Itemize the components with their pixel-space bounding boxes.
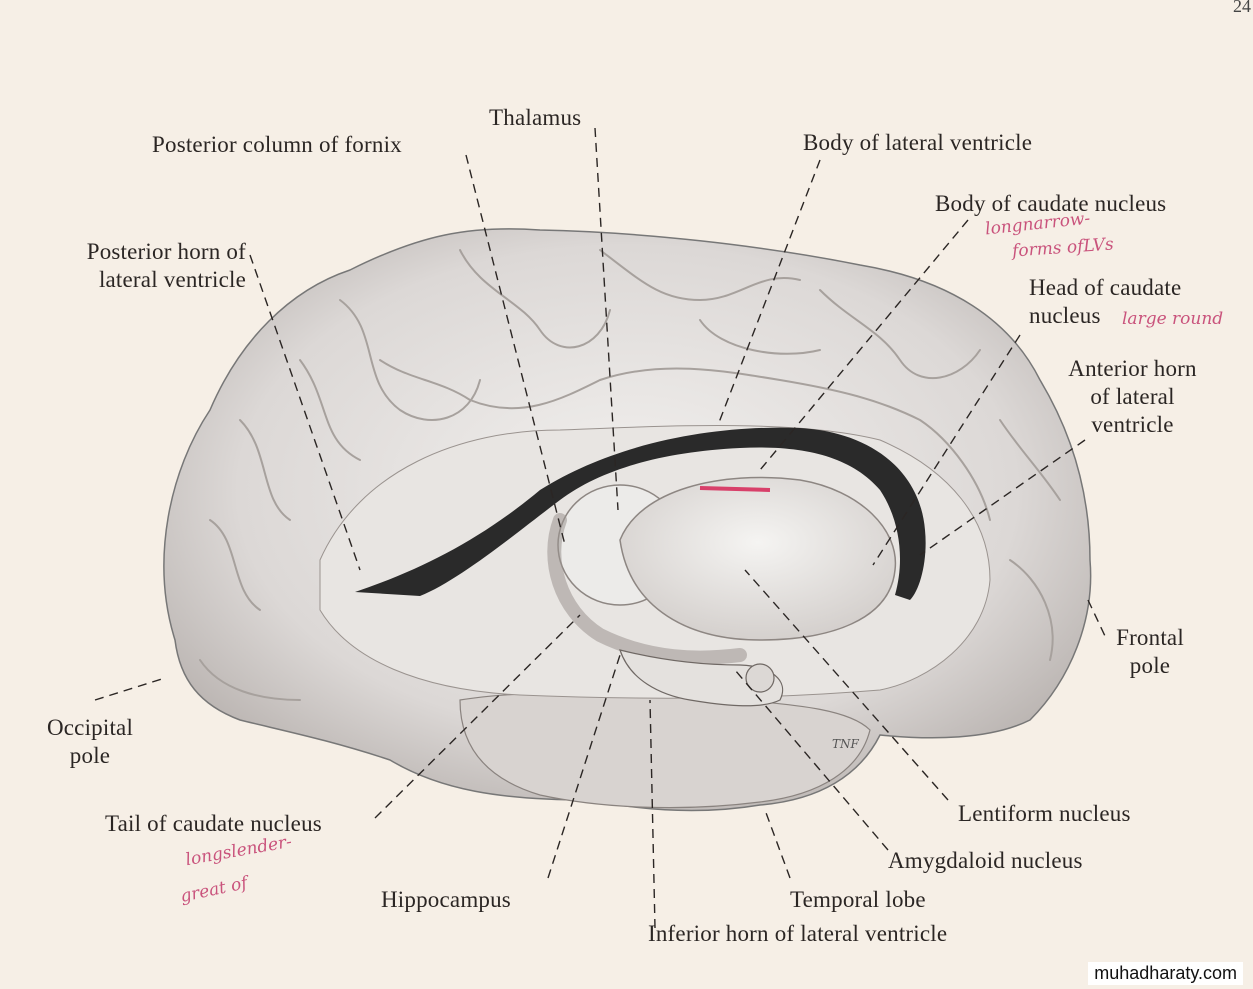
lateral-ventricle — [355, 427, 926, 600]
red-annotation-mark — [699, 486, 771, 492]
artist-signature: TNF — [832, 737, 860, 751]
label-hippocampus: Hippocampus — [381, 887, 511, 912]
label-tail-caudate: Tail of caudate nucleus — [105, 811, 322, 836]
label-body-lateral-ventricle: Body of lateral ventricle — [803, 130, 1033, 155]
label-occipital-pole-line1: Occipital — [46, 715, 134, 740]
label-anterior-horn-line2: of lateral — [1090, 384, 1175, 409]
label-head-caudate-line2: nucleus — [1029, 303, 1101, 328]
page-number: 24 — [1233, 0, 1251, 16]
label-amygdaloid: Amygdaloid nucleus — [888, 848, 1083, 873]
label-anterior-horn-line3: ventricle — [1091, 412, 1174, 437]
handwritten-note-3: large round — [1122, 309, 1224, 329]
label-thalamus: Thalamus — [489, 105, 582, 130]
label-head-caudate-line1: Head of caudate — [1029, 275, 1182, 300]
watermark: muhadharaty.com — [1088, 962, 1243, 985]
label-frontal-pole-line2: pole — [1129, 653, 1171, 678]
label-frontal-pole: Frontal pole — [1100, 624, 1200, 680]
label-posterior-horn-line1: Posterior horn of — [86, 239, 246, 264]
label-occipital-pole-line2: pole — [69, 743, 111, 768]
gyri-contours — [199, 249, 1061, 701]
label-anterior-horn: Anterior horn of lateral ventricle — [1045, 355, 1220, 439]
leader-lines — [94, 127, 1106, 929]
caudate-tail-shape — [547, 513, 747, 665]
label-temporal-lobe: Temporal lobe — [790, 887, 926, 912]
label-frontal-pole-line1: Frontal — [1116, 625, 1184, 650]
lentiform-shape — [619, 476, 897, 641]
label-posterior-horn: Posterior horn of lateral ventricle — [40, 238, 246, 294]
label-anterior-horn-line1: Anterior horn — [1068, 356, 1197, 381]
label-lentiform: Lentiform nucleus — [958, 801, 1131, 826]
label-posterior-horn-line2: lateral ventricle — [98, 267, 246, 292]
amygdala-shape — [745, 663, 775, 693]
label-inferior-horn: Inferior horn of lateral ventricle — [648, 921, 948, 946]
label-head-caudate: Head of caudate nucleus — [1029, 274, 1181, 330]
label-posterior-column-fornix: Posterior column of fornix — [152, 132, 402, 157]
label-occipital-pole: Occipital pole — [40, 714, 140, 770]
label-body-caudate-nucleus: Body of caudate nucleus — [935, 191, 1167, 216]
hippocampus-shape — [619, 649, 784, 707]
